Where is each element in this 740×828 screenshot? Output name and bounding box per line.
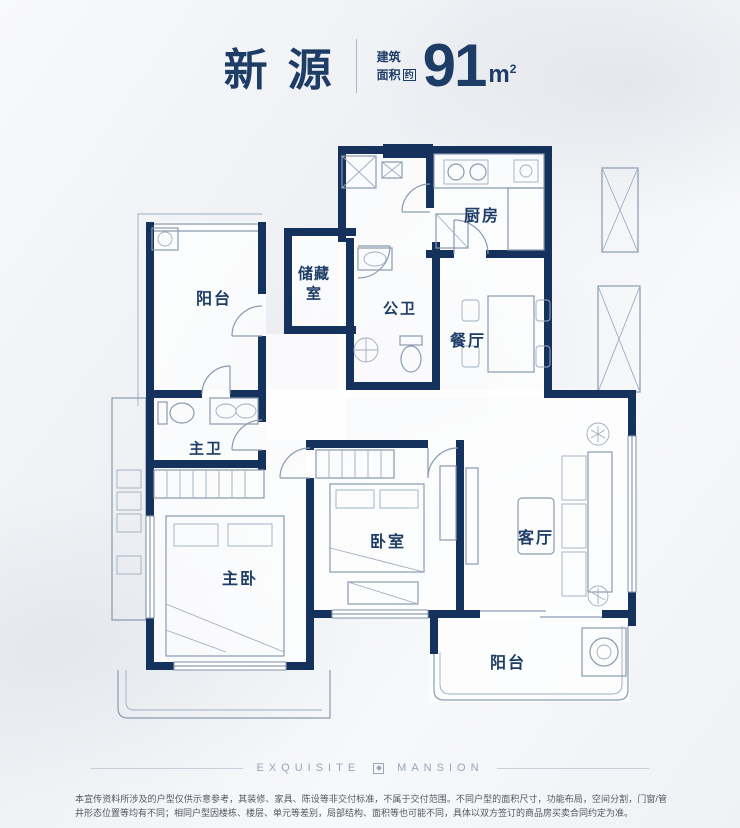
brand-line-left: [91, 767, 244, 769]
bedroom-furniture: [315, 449, 457, 605]
living-furniture: [465, 422, 613, 607]
dining-furniture: [461, 295, 551, 373]
brand-text-left: EXQUISITE: [256, 762, 361, 774]
plan-title: 新源: [223, 46, 352, 95]
header: 新源 建筑 面积 约 91 m2: [0, 34, 740, 98]
room-label-dining: 餐厅: [449, 333, 487, 350]
room-label-balcony-bottom: 阳台: [489, 655, 527, 672]
brand-diamond-icon: [373, 762, 385, 774]
guest-bath-fixtures: [353, 247, 423, 373]
approx-badge: 约: [402, 68, 416, 82]
disclaimer-text: 本宣传资料所涉及的户型仅供示意参考，其装修、家具、陈设等非交付标准，不属于交付范…: [75, 794, 667, 819]
area-prefix-line1: 建筑: [376, 50, 401, 64]
room-label-bedroom: 卧室: [369, 534, 407, 551]
brand-text-right: MANSION: [397, 762, 484, 774]
room-label-master-bath: 主卫: [188, 440, 224, 458]
entry-fixtures: [341, 155, 403, 189]
room-label-balcony-top: 阳台: [195, 291, 233, 308]
kitchen-fixtures: [433, 153, 545, 251]
exterior-outlines: [111, 167, 641, 719]
area-prefix-line2: 面积 约: [376, 68, 416, 82]
master-bath-fixtures: [157, 397, 259, 425]
master-bedroom-furniture: [153, 469, 285, 657]
area-block: 建筑 面积 约 91 m2: [377, 32, 517, 99]
room-label-kitchen: 厨房: [463, 208, 501, 225]
room-label-storage: 储藏室: [297, 265, 330, 303]
windows-layer: [145, 223, 637, 671]
header-divider: [355, 39, 357, 93]
room-label-living: 客厅: [517, 530, 555, 547]
area-unit: m2: [488, 61, 517, 88]
room-label-master-bedroom: 主卧: [221, 571, 259, 588]
doors-layer: [201, 183, 489, 479]
walls-layer: [146, 144, 636, 670]
balcony-bottom-fixtures: [581, 627, 627, 677]
area-value: 91: [422, 32, 488, 99]
brand-line-right: [496, 767, 649, 769]
brand-row: EXQUISITE MANSION: [0, 762, 740, 774]
room-label-guest-bath: 公卫: [382, 300, 418, 318]
balcony-top-fixtures: [151, 227, 179, 251]
area-prefix: 建筑 面积 约: [377, 48, 416, 84]
